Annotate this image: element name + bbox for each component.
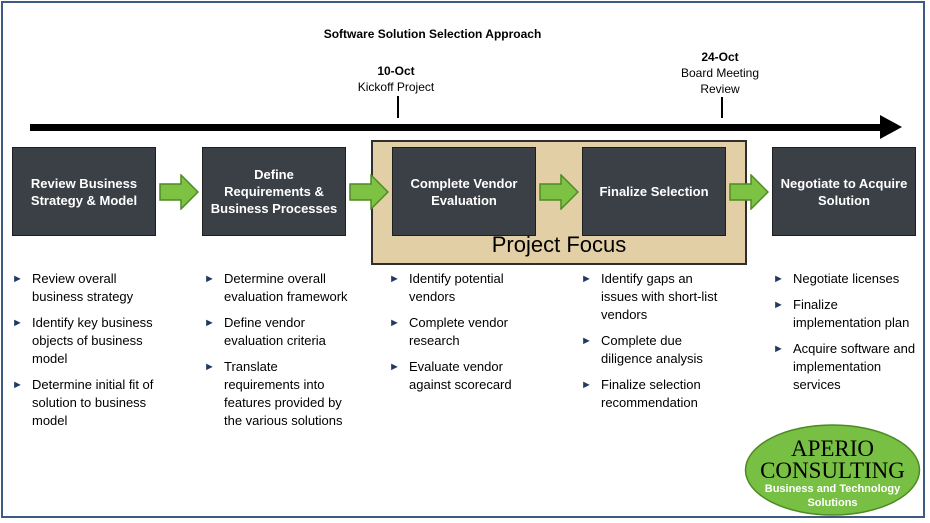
logo-tagline-1: Business and Technology: [765, 483, 901, 495]
list-item: Evaluate vendor against scorecard: [389, 358, 539, 394]
timeline-arrowhead: [880, 115, 902, 139]
list-item: Complete due diligence analysis: [581, 332, 721, 368]
timeline-line: [30, 124, 882, 131]
bullet-list-negotiate: Negotiate licenses Finalize implementati…: [773, 270, 921, 402]
list-item: Identify key business objects of busines…: [12, 314, 162, 368]
logo-line-1: APERIO: [791, 436, 874, 461]
milestone-label: Board Meeting Review: [680, 66, 760, 96]
list-item: Translate requirements into features pro…: [204, 358, 352, 430]
bullet-list-vendor-evaluation: Identify potential vendors Complete vend…: [389, 270, 539, 402]
list-item: Review overall business strategy: [12, 270, 162, 306]
phase-box-finalize-selection: Finalize Selection: [582, 147, 726, 236]
list-item: Negotiate licenses: [773, 270, 921, 288]
milestone-tick: [721, 97, 723, 118]
diagram-title: Software Solution Selection Approach: [323, 27, 542, 41]
list-item: Identify gaps an issues with short-list …: [581, 270, 721, 324]
green-arrow-icon: [159, 174, 199, 210]
bullet-list-finalize-selection: Identify gaps an issues with short-list …: [581, 270, 721, 420]
list-item: Determine overall evaluation framework: [204, 270, 352, 306]
green-arrow-icon: [349, 174, 389, 210]
aperio-consulting-logo: APERIO CONSULTING Business and Technolog…: [744, 424, 921, 516]
green-arrow-icon: [539, 174, 579, 210]
milestone-date: 10-Oct: [377, 64, 415, 78]
milestone-kickoff: 10-Oct Kickoff Project: [340, 63, 452, 95]
list-item: Finalize selection recommendation: [581, 376, 721, 412]
phase-box-review-strategy: Review Business Strategy & Model: [12, 147, 156, 236]
logo-line-2: CONSULTING: [760, 458, 905, 483]
milestone-board-review: 24-Oct Board Meeting Review: [672, 49, 768, 97]
green-arrow-icon: [729, 174, 769, 210]
list-item: Identify potential vendors: [389, 270, 539, 306]
project-focus-label: Project Focus: [491, 232, 627, 257]
list-item: Define vendor evaluation criteria: [204, 314, 352, 350]
milestone-label: Kickoff Project: [357, 80, 435, 94]
phase-box-negotiate: Negotiate to Acquire Solution: [772, 147, 916, 236]
list-item: Complete vendor research: [389, 314, 539, 350]
phase-box-define-requirements: Define Requirements & Business Processes: [202, 147, 346, 236]
list-item: Acquire software and implementation serv…: [773, 340, 921, 394]
list-item: Finalize implementation plan: [773, 296, 921, 332]
list-item: Determine initial fit of solution to bus…: [12, 376, 162, 430]
phase-box-vendor-evaluation: Complete Vendor Evaluation: [392, 147, 536, 236]
milestone-tick: [397, 96, 399, 118]
logo-tagline-2: Solutions: [807, 497, 857, 509]
milestone-date: 24-Oct: [701, 50, 739, 64]
bullet-list-review-strategy: Review overall business strategy Identif…: [12, 270, 162, 438]
bullet-list-define-requirements: Determine overall evaluation framework D…: [204, 270, 352, 438]
